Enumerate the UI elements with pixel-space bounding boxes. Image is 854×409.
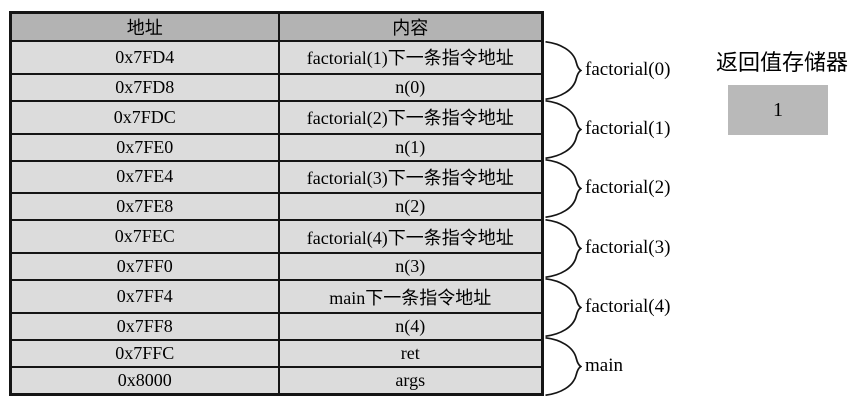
frame-brace-icon (545, 337, 582, 396)
memory-table: 地址 内容 0x7FD4 factorial(1)下一条指令地址 0x7FD8 … (9, 11, 544, 396)
address-cell: 0x7FE8 (9, 192, 280, 222)
content-cell: factorial(3)下一条指令地址 (277, 159, 544, 195)
frame-brace-icon (545, 159, 582, 218)
memory-row: 0x7FDC factorial(2)下一条指令地址 (9, 99, 544, 135)
content-cell: main下一条指令地址 (277, 279, 544, 314)
content-cell: n(2) (277, 192, 544, 222)
address-cell: 0x7FF8 (9, 311, 280, 341)
content-cell: ret (277, 338, 544, 368)
content-cell: factorial(1)下一条指令地址 (277, 40, 544, 75)
content-cell: n(1) (277, 132, 544, 162)
address-cell: 0x7FF0 (9, 252, 280, 282)
header-row: 地址 内容 (9, 11, 544, 42)
content-cell: factorial(2)下一条指令地址 (277, 99, 544, 135)
memory-row: 0x7FF8 n(4) (9, 311, 544, 341)
frame-label: factorial(0) (585, 59, 671, 80)
memory-row: 0x7FF4 main下一条指令地址 (9, 279, 544, 314)
col-header-content: 内容 (277, 11, 544, 42)
address-cell: 0x8000 (9, 365, 280, 396)
frame-label: factorial(1) (585, 118, 671, 139)
frame-label: factorial(3) (585, 237, 671, 258)
address-cell: 0x7FD4 (9, 40, 280, 75)
memory-row: 0x7FD8 n(0) (9, 72, 544, 102)
frame-label: factorial(4) (585, 296, 671, 317)
address-cell: 0x7FFC (9, 338, 280, 368)
memory-row: 0x8000 args (9, 365, 544, 396)
memory-row: 0x7FE0 n(1) (9, 132, 544, 162)
content-cell: factorial(4)下一条指令地址 (277, 219, 544, 255)
memory-row: 0x7FEC factorial(4)下一条指令地址 (9, 219, 544, 255)
col-header-address: 地址 (9, 11, 280, 42)
return-value-title: 返回值存储器 (715, 50, 848, 75)
frame-label: factorial(2) (585, 177, 671, 198)
address-cell: 0x7FE4 (9, 159, 280, 195)
memory-row: 0x7FE4 factorial(3)下一条指令地址 (9, 159, 544, 195)
memory-row: 0x7FE8 n(2) (9, 192, 544, 222)
address-cell: 0x7FDC (9, 99, 280, 135)
frame-label: main (585, 355, 623, 376)
content-cell: n(4) (277, 311, 544, 341)
content-cell: n(3) (277, 252, 544, 282)
frame-brace-icon (545, 278, 582, 337)
memory-row: 0x7FFC ret (9, 338, 544, 368)
address-cell: 0x7FD8 (9, 72, 280, 102)
frame-brace-icon (545, 219, 582, 278)
content-cell: args (277, 365, 544, 396)
address-cell: 0x7FE0 (9, 132, 280, 162)
address-cell: 0x7FF4 (9, 279, 280, 314)
return-value-box: 1 (728, 85, 828, 135)
memory-row: 0x7FD4 factorial(1)下一条指令地址 (9, 40, 544, 75)
frame-brace-icon (545, 100, 582, 159)
return-value: 1 (773, 98, 783, 121)
memory-row: 0x7FF0 n(3) (9, 252, 544, 282)
content-cell: n(0) (277, 72, 544, 102)
frame-brace-icon (545, 41, 582, 100)
address-cell: 0x7FEC (9, 219, 280, 255)
